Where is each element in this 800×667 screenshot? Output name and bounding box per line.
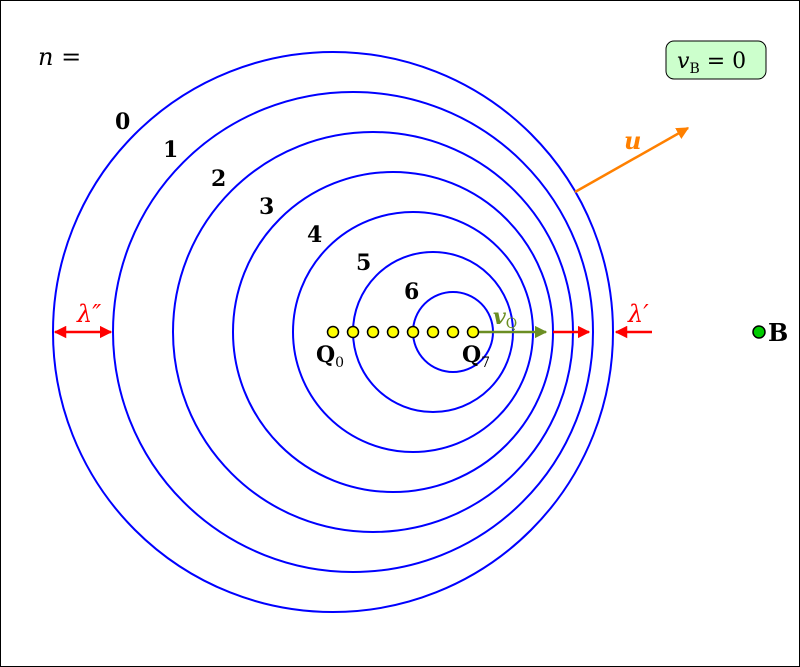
wavelength-back-label: λ″ xyxy=(76,300,101,328)
wave-index-label: n = xyxy=(38,43,81,71)
wavefront-circles xyxy=(52,51,614,613)
wave-velocity-arrow xyxy=(574,126,690,194)
source-velocity-label: vQ xyxy=(493,304,517,332)
wavefront-label-1: 1 xyxy=(163,137,178,163)
source-position-7 xyxy=(466,325,480,339)
source-position-5 xyxy=(426,325,440,339)
observer-label: B xyxy=(768,318,788,347)
badge-variable: v xyxy=(677,49,690,74)
wavefront-label-5: 5 xyxy=(356,250,371,276)
badge-value: = 0 xyxy=(700,49,746,74)
source-position-2 xyxy=(366,325,380,339)
svg-text:vB = 0: vB = 0 xyxy=(677,49,746,77)
source-label-first: Q0 xyxy=(316,342,344,371)
source-positions xyxy=(326,325,480,339)
source-position-0 xyxy=(326,325,340,339)
wave-velocity-label: u xyxy=(624,126,641,155)
wavefront-label-6: 6 xyxy=(404,279,419,305)
observer-velocity-badge: vB = 0 xyxy=(665,40,767,80)
badge-subscript: B xyxy=(689,61,699,77)
wavefront-label-0: 0 xyxy=(115,109,130,135)
source-position-1 xyxy=(346,325,360,339)
source-position-3 xyxy=(386,325,400,339)
badge-box xyxy=(665,40,767,80)
wavefront-label-3: 3 xyxy=(259,194,274,220)
wavefront-0 xyxy=(52,51,614,613)
source-position-4 xyxy=(406,325,420,339)
wavelength-front-label: λ′ xyxy=(627,300,649,328)
observer-dot xyxy=(752,325,766,339)
wavefront-label-2: 2 xyxy=(211,166,226,192)
source-position-6 xyxy=(446,325,460,339)
wavefront-labels: 0 1 2 3 4 5 6 xyxy=(115,109,419,305)
wavefront-label-4: 4 xyxy=(307,222,322,248)
source-label-last: Q7 xyxy=(462,342,490,371)
wavefront-1 xyxy=(112,91,594,573)
